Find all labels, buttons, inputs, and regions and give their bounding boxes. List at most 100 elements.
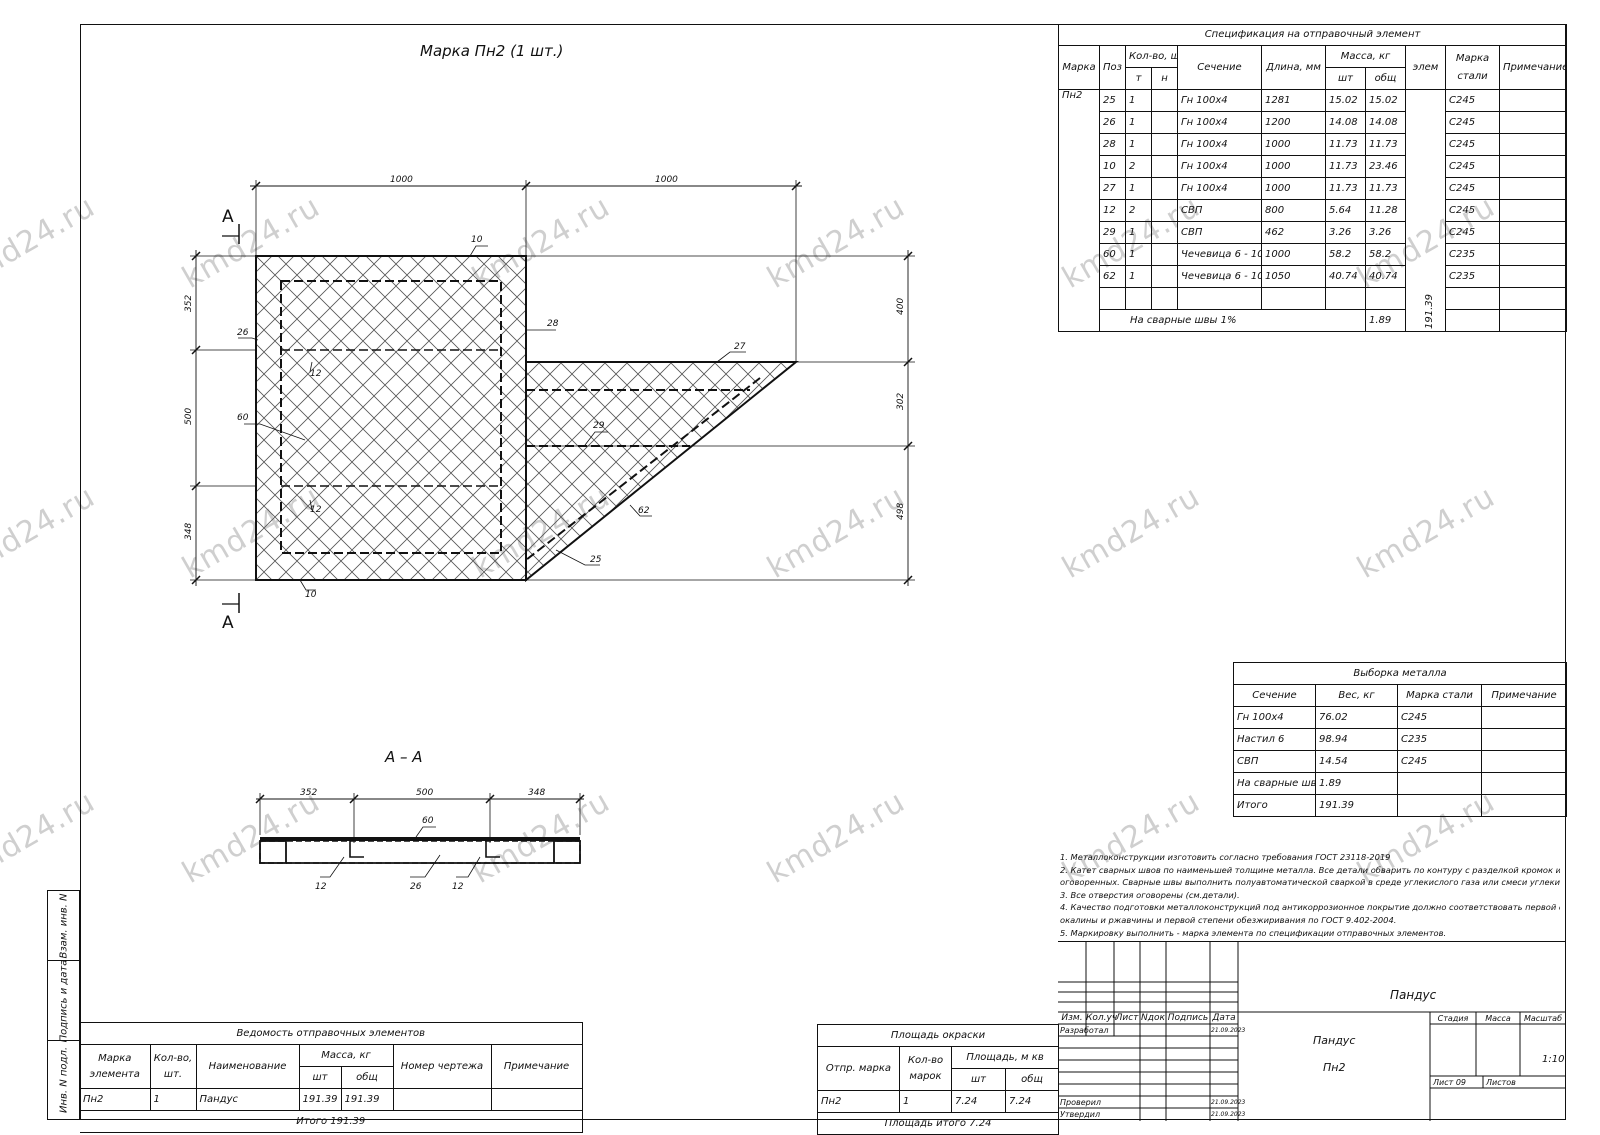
spec-cell: 1281 [1261,89,1326,112]
note-line: 3. Все отверстия оговорены (см.детали). [1060,889,1240,900]
general-notes: 1. Металлоконструкции изготовить согласн… [1060,851,1560,939]
spec-cell: 11.73 [1325,155,1366,178]
label-10: 10 [471,235,483,245]
spec-cell: 1000 [1261,243,1326,266]
metal-cell: Итого [1233,794,1316,817]
stamp-object: Пандус [1390,988,1437,1002]
spec-cell: 40.74 [1365,265,1406,288]
spec-cell: С245 [1445,89,1500,112]
paint-title: Площадь окраски [816,1024,1060,1047]
stamp-header: Изм. [1061,1013,1083,1023]
stamp-role: Разработал [1060,1026,1109,1035]
section-drawing: 352 500 348 60 12 26 12 [255,788,585,892]
spec-cell: С245 [1445,155,1500,178]
spec-cell [1151,133,1178,156]
stamp-header: Кол.уч [1086,1013,1118,1023]
spec-header-mass: Масса, кг [1325,45,1406,68]
spec-cell: 26 [1099,111,1126,134]
spec-header-elem: элем [1405,45,1446,90]
sidebar-stamp: Взам. инв. N Подпись и дата Инв. N подл. [47,890,80,1120]
stamp-header: Лист [1115,1013,1139,1023]
spec-cell [1498,111,1568,134]
paint-header-area: Площадь, м кв [950,1046,1060,1069]
paint-header-mark: Отпр. марка [817,1046,900,1091]
shipping-cell: 191.39 [340,1088,394,1111]
spec-cell: 1200 [1261,111,1326,134]
spec-cell: С235 [1445,265,1500,288]
spec-cell: С245 [1445,133,1500,156]
spec-welds-row: На сварные швы 1%1.89 [1059,309,1568,332]
paint-header-pc: шт [951,1068,1006,1091]
stamp-date: 21.09.2023 [1211,1111,1246,1118]
metal-cell [1397,794,1482,817]
dim-right-2: 302 [896,393,906,410]
shipping-header-qty: Кол-во, шт. [149,1044,197,1089]
spec-cell [1498,89,1568,112]
shipping-header-mark: Марка элемента [80,1044,151,1089]
paint-header-total: общ [1004,1068,1060,1091]
shipping-header-name: Наименование [195,1044,300,1089]
spec-cell: С235 [1445,243,1500,266]
spec-cell [1151,221,1178,244]
sidebar-cell: Инв. N подл. [48,1041,79,1119]
shipping-header-pc: шт [298,1066,342,1089]
note-line: 2. Катет сварных швов по наименьшей толщ… [1060,864,1560,875]
spec-cell [1498,243,1568,266]
paint-cell: Пн2 [817,1090,900,1113]
spec-cell [1498,133,1568,156]
spec-cell: 25 [1099,89,1126,112]
stamp-name: Пандус [1313,1034,1356,1047]
spec-cell: 12 [1099,199,1126,222]
metal-header: Вес, кг [1315,684,1398,707]
stamp-scale: Масштаб [1523,1014,1563,1023]
metal-cell [1480,750,1568,773]
spec-cell: Чечевица 6 - 1050х1050 [1177,265,1262,288]
dim-right-1: 400 [896,298,906,315]
spec-cell: 3.26 [1325,221,1366,244]
dim-left-1: 352 [184,295,194,312]
spec-cell: Гн 100х4 [1177,155,1262,178]
spec-cell: 23.46 [1365,155,1406,178]
spec-cell: 11.73 [1325,177,1366,200]
spec-cell: 1 [1125,265,1152,288]
shipping-row: Пн2 1 Пандус 191.39 191.39 [80,1088,583,1111]
label-12: 12 [310,505,322,515]
metal-cell: 76.02 [1315,706,1398,729]
label-27: 27 [734,342,746,352]
dim-left-2: 500 [184,408,194,425]
paint-header-qty: Кол-во марок [899,1046,952,1091]
label-60: 60 [237,413,249,423]
spec-header-n: н [1151,67,1178,90]
stamp-scale-value: 1:10 [1542,1054,1565,1065]
spec-cell: Гн 100х4 [1177,133,1262,156]
spec-cell: 14.08 [1325,111,1366,134]
paint-table: Площадь окраски Отпр. марка Кол-во марок… [816,1024,1060,1135]
spec-cell: 58.2 [1365,243,1406,266]
spec-cell [1498,155,1568,178]
shipping-header-mass: Масса, кг [298,1044,394,1067]
section-label-26: 26 [410,882,422,892]
spec-header-total: общ [1365,67,1406,90]
stamp-date: 21.09.2023 [1211,1099,1246,1106]
spec-cell [1151,111,1178,134]
spec-cell: 11.73 [1365,133,1406,156]
spec-cell: 1 [1125,177,1152,200]
spec-header-pc: шт [1325,67,1366,90]
spec-cell: 2 [1125,155,1152,178]
stamp-stage: Стадия [1437,1014,1469,1023]
sidebar-cell: Взам. инв. N [48,891,79,961]
spec-cell [1498,199,1568,222]
spec-cell: 15.02 [1325,89,1366,112]
metal-cell: На сварные швы [1233,772,1316,795]
plate-60 [255,255,527,581]
label-12: 12 [310,369,322,379]
spec-cell: 40.74 [1325,265,1366,288]
label-28: 28 [547,319,559,329]
sidebar-label: Подпись и дата [58,959,69,1042]
spec-cell [1498,265,1568,288]
